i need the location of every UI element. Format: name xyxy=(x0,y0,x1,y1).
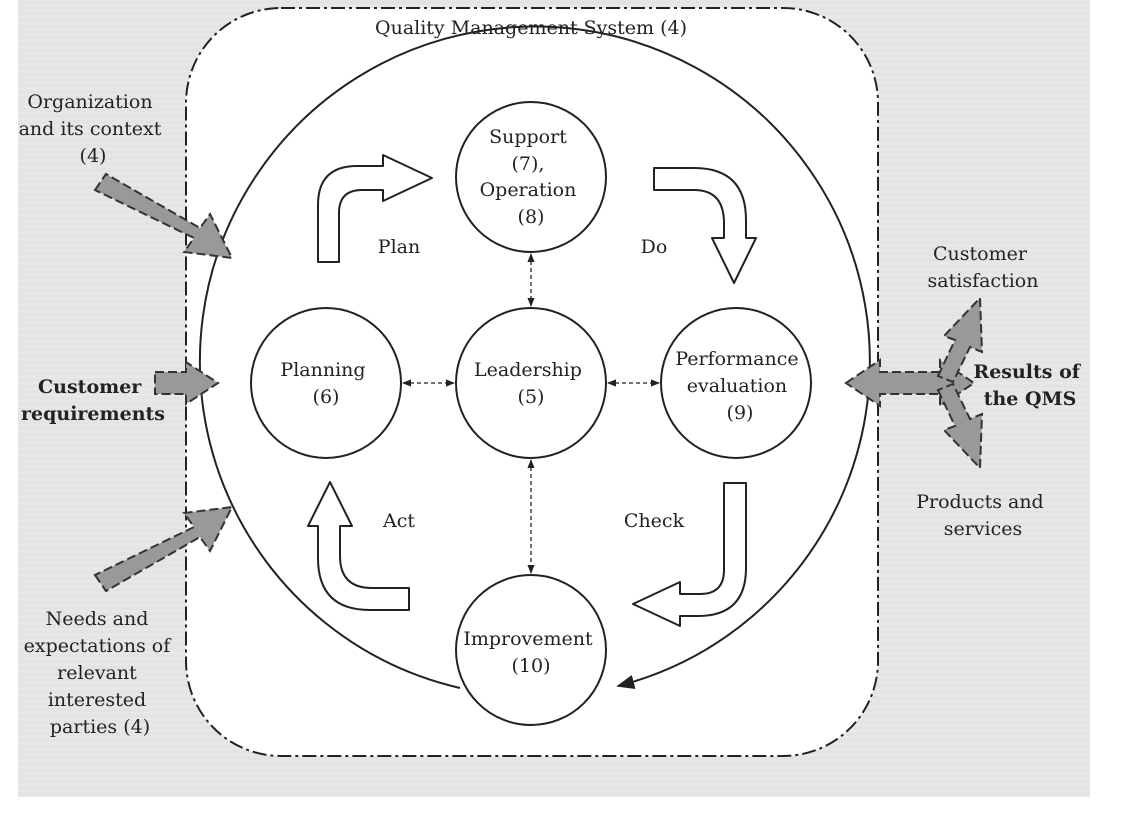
leadership-text: Leadership (5) xyxy=(474,359,588,408)
label-plan: Plan xyxy=(378,236,420,258)
label-check: Check xyxy=(624,510,685,532)
needs-text: Needs and expectations of relevant inter… xyxy=(24,608,177,738)
planning-text: Planning (6) xyxy=(280,359,371,408)
label-act: Act xyxy=(382,510,415,532)
organization-text: Organization and its context (4) xyxy=(19,91,168,167)
check-arrow xyxy=(632,482,747,627)
node-planning xyxy=(250,307,402,459)
plan-arrow xyxy=(317,154,433,263)
improvement-text: Improvement (10) xyxy=(463,628,598,677)
process-circle xyxy=(198,25,871,689)
results-text: Results of the QMS xyxy=(973,361,1086,410)
do-arrow xyxy=(653,167,757,284)
input-arrow-organization xyxy=(93,172,234,260)
input-arrow-customer-requirements xyxy=(154,360,220,406)
performance-text: Performance evaluation (9) xyxy=(675,348,804,424)
products-text: Products and services xyxy=(916,491,1050,540)
act-arrow xyxy=(307,481,410,611)
customer-requirements-text: Customer requirements xyxy=(21,376,165,425)
output-arrow-products xyxy=(936,382,984,471)
qms-title: Quality Management System (4) xyxy=(375,17,687,39)
node-leadership xyxy=(455,307,607,459)
input-arrow-needs xyxy=(93,505,234,593)
satisfaction-text: Customer satisfaction xyxy=(928,243,1039,292)
label-do: Do xyxy=(641,236,668,258)
node-support xyxy=(455,101,607,253)
node-performance xyxy=(660,307,812,459)
node-improvement xyxy=(455,574,607,726)
output-arrow-satisfaction xyxy=(936,295,984,384)
support-text: Support (7), Operation (8) xyxy=(480,126,583,228)
